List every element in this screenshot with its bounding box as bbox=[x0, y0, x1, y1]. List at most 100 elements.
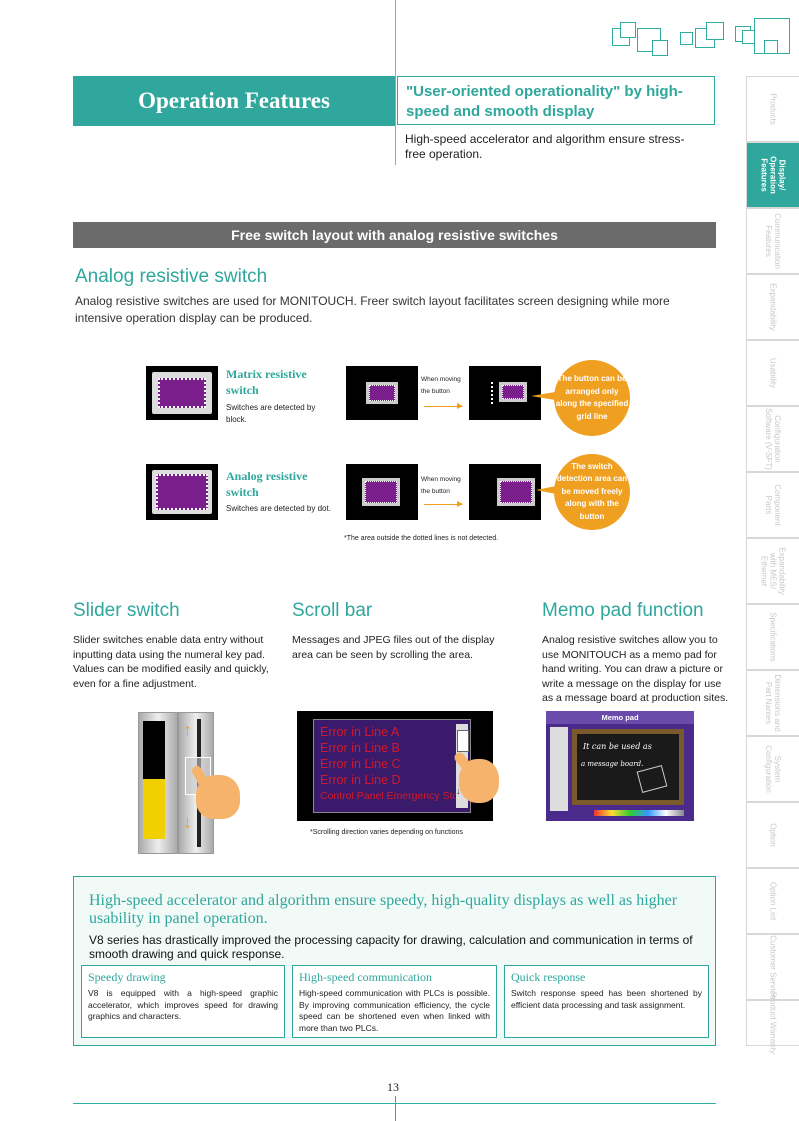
analog-before-image bbox=[346, 464, 418, 520]
scroll-down-icon[interactable]: ↓ bbox=[456, 786, 461, 796]
arrow-head-icon bbox=[457, 501, 463, 507]
tab-label: Product Warranty bbox=[768, 992, 778, 1054]
memo-heading: Memo pad function bbox=[542, 600, 704, 621]
analog-moving-label: When moving the button bbox=[421, 476, 461, 495]
scroll-note: *Scrolling direction varies depending on… bbox=[310, 829, 463, 836]
matrix-bubble-text: The button can be arranged only along th… bbox=[555, 374, 629, 421]
arrow-down-icon: ↓ bbox=[183, 812, 192, 832]
tab-label: Configuration Software (V-SFT) bbox=[764, 408, 782, 470]
deco-square bbox=[680, 32, 693, 45]
matrix-desc: Switches are detected by block. bbox=[226, 403, 316, 424]
feature-desc: V8 is equipped with a high-speed graphic… bbox=[88, 988, 278, 1021]
analog-after-image bbox=[469, 464, 541, 520]
memo-text: Analog resistive switches allow you to u… bbox=[542, 634, 729, 704]
slider-image bbox=[138, 712, 178, 854]
feature-title: High-speed communication bbox=[299, 970, 432, 984]
tab-label: Expandability bbox=[768, 283, 778, 331]
tab-system-configuration[interactable]: System Configuration bbox=[746, 736, 799, 802]
memo-sketch bbox=[636, 765, 668, 793]
matrix-switch-image bbox=[146, 366, 218, 420]
arrow-icon bbox=[424, 406, 462, 407]
tab-products[interactable]: Products bbox=[746, 76, 799, 142]
tab-customer-service[interactable]: Customer Service bbox=[746, 934, 799, 1000]
tab-option-list[interactable]: Option List bbox=[746, 868, 799, 934]
scroll-line: Error in Line D bbox=[320, 773, 401, 787]
slider-heading: Slider switch bbox=[73, 600, 180, 621]
bottom-box: High-speed accelerator and algorithm ens… bbox=[73, 876, 716, 1046]
memo-sidebar bbox=[550, 727, 568, 811]
feature-title: Speedy drawing bbox=[88, 970, 166, 984]
scroll-thumb[interactable] bbox=[457, 730, 469, 752]
scroll-image: Error in Line A Error in Line B Error in… bbox=[297, 711, 499, 821]
bubble-pointer bbox=[536, 486, 556, 494]
analog-heading: Analog resistive switch bbox=[75, 266, 268, 287]
tab-label: Option bbox=[768, 823, 778, 847]
tab-communication[interactable]: Communication Features bbox=[746, 208, 799, 274]
feature-card: Quick response Switch response speed has… bbox=[504, 965, 709, 1038]
matrix-after-image bbox=[469, 366, 541, 420]
tab-label: Dimensions and Part Names bbox=[764, 674, 782, 732]
tab-label: Component Parts bbox=[764, 484, 782, 526]
scroll-screen: Error in Line A Error in Line B Error in… bbox=[313, 719, 471, 813]
tab-configuration-software[interactable]: Configuration Software (V-SFT) bbox=[746, 406, 799, 472]
page-subtitle: High-speed accelerator and algorithm ens… bbox=[405, 132, 685, 161]
tab-expandability-mes[interactable]: Expandability with MES/ Ethernet bbox=[746, 538, 799, 604]
analog-switch-image bbox=[146, 464, 218, 520]
memo-palette[interactable] bbox=[594, 810, 684, 816]
deco-square bbox=[764, 40, 778, 54]
tab-label: Communication Features bbox=[764, 213, 782, 269]
scroll-line: Error in Line A bbox=[320, 725, 400, 739]
analog-row-desc: Switches are detected by dot. bbox=[226, 504, 331, 513]
page-number: 13 bbox=[387, 1080, 399, 1094]
area-note: *The area outside the dotted lines is no… bbox=[344, 535, 499, 542]
feature-desc: High-speed communication with PLCs is po… bbox=[299, 988, 490, 1033]
tab-option[interactable]: Option bbox=[746, 802, 799, 868]
arrow-icon bbox=[424, 504, 462, 505]
memo-handwriting: a message board. bbox=[581, 760, 644, 768]
deco-square bbox=[620, 22, 636, 38]
footer-line bbox=[73, 1103, 716, 1104]
feature-title: Quick response bbox=[511, 970, 586, 984]
memo-board[interactable]: It can be used as a message board. bbox=[577, 734, 679, 800]
bubble-pointer bbox=[531, 392, 555, 400]
deco-square bbox=[706, 22, 724, 40]
memo-handwriting: It can be used as bbox=[583, 742, 652, 751]
tab-label: System Configuration bbox=[764, 745, 782, 793]
scroll-line: Error in Line B bbox=[320, 741, 400, 755]
tab-label: Usability bbox=[768, 357, 778, 389]
matrix-moving-label: When moving the button bbox=[421, 376, 461, 395]
tab-product-warranty[interactable]: Product Warranty bbox=[746, 992, 799, 1054]
tab-label: Products bbox=[768, 93, 778, 125]
tab-dimensions[interactable]: Dimensions and Part Names bbox=[746, 670, 799, 736]
matrix-title: Matrix resistive switch bbox=[226, 367, 307, 397]
tab-label: Customer Service bbox=[768, 935, 778, 999]
memo-board-frame: It can be used as a message board. bbox=[572, 729, 684, 805]
analog-text: Analog resistive switches are used for M… bbox=[75, 294, 670, 325]
scroll-text: Messages and JPEG files out of the displ… bbox=[292, 634, 495, 661]
tab-label: Display/ Operation Features bbox=[759, 156, 787, 194]
section-band: Free switch layout with analog resistive… bbox=[73, 222, 716, 248]
memo-screen-title: Memo pad bbox=[546, 711, 694, 724]
tab-label: Specifications bbox=[768, 612, 778, 662]
feature-card: High-speed communication High-speed comm… bbox=[292, 965, 497, 1038]
tab-display-operation[interactable]: Display/ Operation Features bbox=[746, 142, 799, 208]
top-divider-line bbox=[395, 0, 396, 165]
analog-bubble: The switch detection area can be moved f… bbox=[554, 454, 630, 530]
page-tagline: "User-oriented operationality" by high-s… bbox=[397, 76, 715, 125]
deco-square bbox=[652, 40, 668, 56]
feature-desc: Switch response speed has been shortened… bbox=[511, 988, 702, 1010]
matrix-before-image bbox=[346, 366, 418, 420]
scroll-line: Control Panel Emergency Stop bbox=[320, 790, 465, 802]
matrix-bubble: The button can be arranged only along th… bbox=[554, 360, 630, 436]
tab-usability[interactable]: Usability bbox=[746, 340, 799, 406]
tab-specifications[interactable]: Specifications bbox=[746, 604, 799, 670]
page-title: Operation Features bbox=[73, 76, 395, 126]
scroll-lines: Error in Line A Error in Line B Error in… bbox=[320, 724, 464, 804]
tab-component-parts[interactable]: Component Parts bbox=[746, 472, 799, 538]
slider-text: Slider switches enable data entry withou… bbox=[73, 634, 269, 690]
bottom-heading: High-speed accelerator and algorithm ens… bbox=[89, 892, 678, 927]
tab-label: Expandability with MES/ Ethernet bbox=[759, 547, 787, 595]
memo-image: Memo pad It can be used as a message boa… bbox=[546, 711, 694, 821]
scroll-heading: Scroll bar bbox=[292, 600, 373, 621]
tab-expandability[interactable]: Expandability bbox=[746, 274, 799, 340]
